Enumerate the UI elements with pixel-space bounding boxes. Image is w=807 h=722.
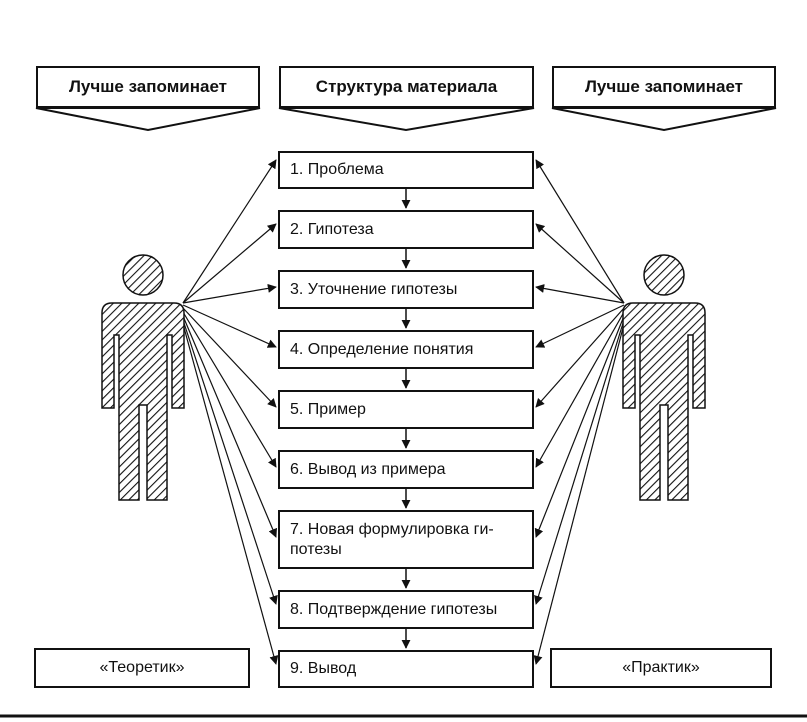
header-pointer-right bbox=[551, 107, 777, 132]
header-right-remembers: Лучше запоминает bbox=[552, 66, 776, 108]
header-left-remembers: Лучше запоминает bbox=[36, 66, 260, 108]
right-figure-arrows bbox=[533, 159, 625, 665]
step-5-example: 5. Пример bbox=[278, 390, 534, 429]
left-figure-arrows bbox=[182, 159, 279, 665]
step-8-hypothesis-confirmation: 8. Подтверждение гипотезы bbox=[278, 590, 534, 629]
header-pointer-left bbox=[35, 107, 261, 132]
step-3-hypothesis-refinement: 3. Уточнение гипотезы bbox=[278, 270, 534, 309]
step-2-hypothesis: 2. Гипотеза bbox=[278, 210, 534, 249]
role-theorist: «Теоретик» bbox=[34, 648, 250, 688]
step-6-conclusion-from-example: 6. Вывод из примера bbox=[278, 450, 534, 489]
header-material-structure: Структура материала bbox=[279, 66, 534, 108]
step-1-problem: 1. Проблема bbox=[278, 151, 534, 189]
left-person-icon bbox=[101, 254, 185, 501]
step-9-conclusion: 9. Вывод bbox=[278, 650, 534, 688]
header-pointer-center bbox=[278, 107, 535, 132]
step-4-concept-definition: 4. Определение понятия bbox=[278, 330, 534, 369]
right-person-icon bbox=[622, 254, 706, 501]
role-practitioner: «Практик» bbox=[550, 648, 772, 688]
step-7-new-hypothesis-formulation: 7. Новая формулировка ги- потезы bbox=[278, 510, 534, 569]
